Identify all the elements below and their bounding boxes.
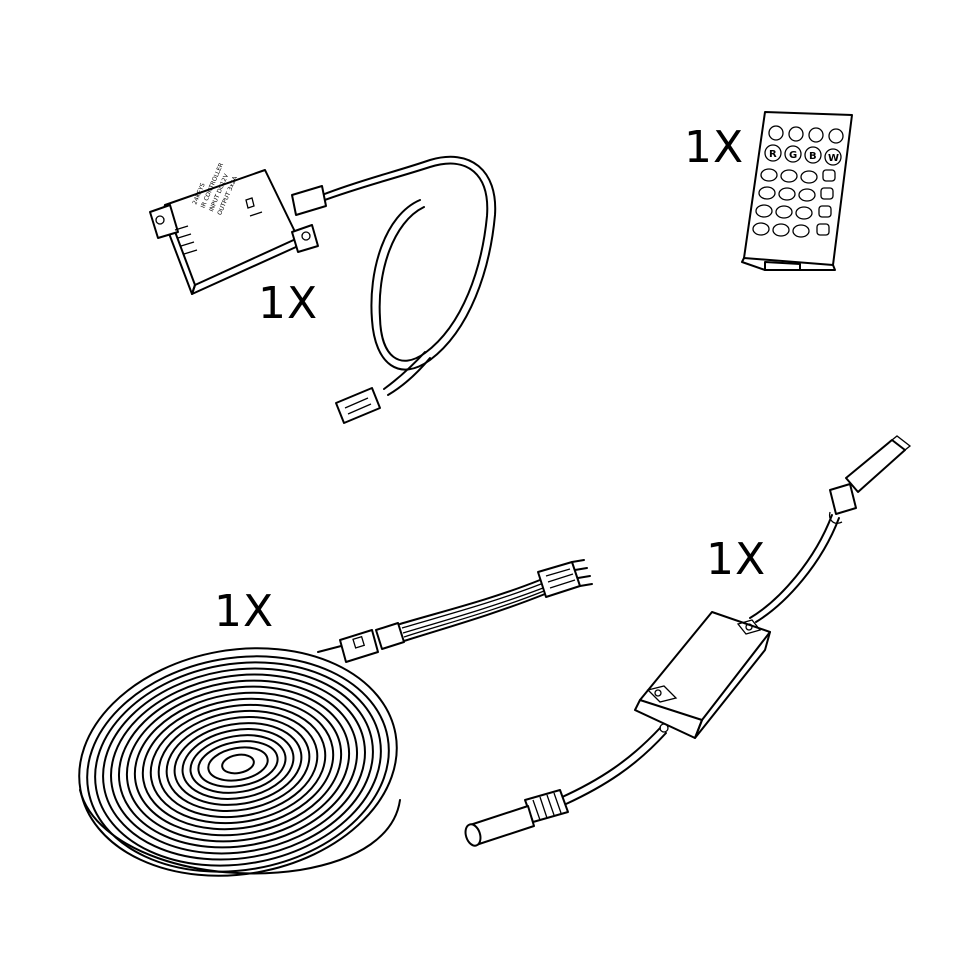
strip-connector-icon xyxy=(537,561,581,598)
strip-quantity-label: 1X xyxy=(214,586,275,637)
remote-quantity-label: 1X xyxy=(684,122,745,173)
power-adapter xyxy=(464,435,912,847)
ir-controller: 24KEYS IR CONTROLLER INPUT DC12V OUTPUT … xyxy=(149,155,497,424)
adapter-quantity-label: 1X xyxy=(706,534,767,585)
controller-quantity-label: 1X xyxy=(258,278,319,329)
remote-button-w: W xyxy=(828,153,839,164)
remote-button-b: B xyxy=(809,151,817,162)
remote-button-g: G xyxy=(789,150,797,161)
adapter-box-icon xyxy=(639,611,771,721)
controller-plug-icon xyxy=(335,387,381,424)
led-strip-reel xyxy=(78,559,593,877)
ir-remote: R G B W xyxy=(741,111,853,271)
remote-button-r: R xyxy=(769,149,777,160)
